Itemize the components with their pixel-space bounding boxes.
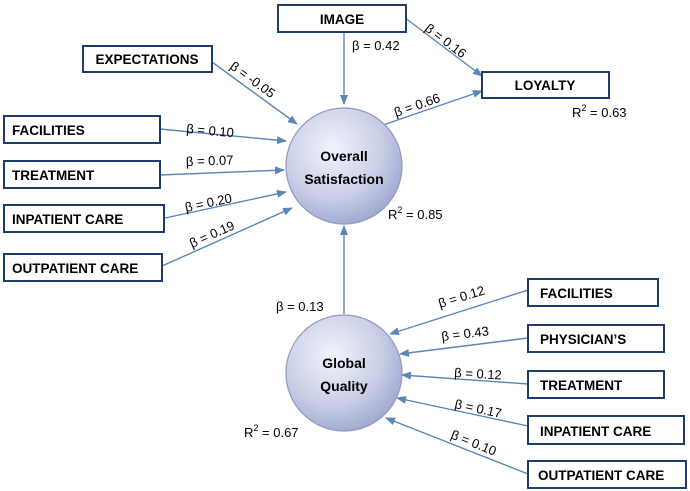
arrow-facilities-quality xyxy=(389,289,529,336)
box-physicians-right: PHYSICIAN’S xyxy=(527,324,665,353)
arrow-treatment-quality xyxy=(401,371,529,385)
coef-facilities-quality: β = 0.12 xyxy=(436,283,486,311)
coef-outpatient-satisfaction: β = 0.19 xyxy=(187,218,237,251)
box-facilities-left-label: FACILITIES xyxy=(12,123,85,138)
box-inpatient-right-label: INPATIENT CARE xyxy=(540,424,651,439)
node-overall-satisfaction: Overall Satisfaction xyxy=(285,107,403,225)
arrow-outpatient-satisfaction xyxy=(161,207,293,267)
box-facilities-right-label: FACILITIES xyxy=(540,286,613,301)
box-expectations: EXPECTATIONS xyxy=(82,45,213,73)
r2-satisfaction: R2 = 0.85 xyxy=(388,205,443,222)
box-outpatient-left: OUTPATIENT CARE xyxy=(3,253,163,282)
box-image-label: IMAGE xyxy=(320,12,364,27)
coef-inpatient-quality: β = 0.17 xyxy=(453,396,503,421)
arrow-satisfaction-loyalty xyxy=(382,90,483,126)
arrow-expectations-satisfaction xyxy=(211,61,298,125)
arrow-physicians-quality xyxy=(399,337,529,357)
node-global-quality: Global Quality xyxy=(285,314,403,432)
satisfaction-circle xyxy=(285,107,403,225)
r2-loyalty-sup: 2 xyxy=(581,103,586,113)
coef-physicians-quality: β = 0.43 xyxy=(441,323,490,344)
box-outpatient-left-label: OUTPATIENT CARE xyxy=(12,261,138,276)
satisfaction-label-line2: Satisfaction xyxy=(304,171,383,187)
coef-inpatient-satisfaction: β = 0.20 xyxy=(184,190,234,215)
quality-label-line1: Global xyxy=(322,355,366,371)
box-inpatient-left: INPATIENT CARE xyxy=(3,204,165,233)
arrow-image-loyalty xyxy=(403,16,483,77)
box-physicians-right-label: PHYSICIAN’S xyxy=(540,332,626,347)
box-treatment-left-label: TREATMENT xyxy=(12,168,95,183)
quality-circle xyxy=(285,314,403,432)
coef-expectations-satisfaction: β = -0.05 xyxy=(227,58,278,101)
r2-satisfaction-value: = 0.85 xyxy=(402,207,442,222)
arrow-facilities-satisfaction xyxy=(159,128,287,145)
box-outpatient-right: OUTPATIENT CARE xyxy=(527,460,687,489)
r2-satisfaction-sup: 2 xyxy=(397,205,402,215)
box-treatment-right: TREATMENT xyxy=(527,370,665,399)
r2-loyalty: R2 = 0.63 xyxy=(572,103,627,120)
r2-loyalty-label: R xyxy=(572,105,581,120)
box-treatment-right-label: TREATMENT xyxy=(540,378,623,393)
arrow-treatment-satisfaction xyxy=(159,166,285,176)
coef-image-satisfaction: β = 0.42 xyxy=(352,38,400,53)
coef-treatment-quality: β = 0.12 xyxy=(454,365,502,382)
box-inpatient-right: INPATIENT CARE xyxy=(527,415,685,445)
coef-treatment-satisfaction: β = 0.07 xyxy=(186,152,234,169)
box-facilities-left: FACILITIES xyxy=(3,115,161,144)
coef-satisfaction-loyalty: β = 0.66 xyxy=(392,90,442,120)
arrow-inpatient-quality xyxy=(396,395,529,427)
r2-loyalty-value: = 0.63 xyxy=(586,105,626,120)
coef-image-loyalty: β = 0.16 xyxy=(422,20,469,61)
coef-outpatient-quality: β = 0.10 xyxy=(449,427,499,459)
r2-quality-value: = 0.67 xyxy=(258,425,298,440)
box-expectations-label: EXPECTATIONS xyxy=(95,52,198,67)
satisfaction-label-line1: Overall xyxy=(320,148,367,164)
coef-quality-satisfaction: β = 0.13 xyxy=(276,299,324,314)
arrows xyxy=(159,16,529,475)
box-facilities-right: FACILITIES xyxy=(527,278,659,307)
box-treatment-left: TREATMENT xyxy=(3,160,161,189)
quality-label-line2: Quality xyxy=(320,378,368,394)
r2-quality-label: R xyxy=(244,425,253,440)
box-loyalty-label: LOYALTY xyxy=(515,78,576,93)
box-image: IMAGE xyxy=(277,4,407,33)
box-inpatient-left-label: INPATIENT CARE xyxy=(12,212,123,227)
r2-quality: R2 = 0.67 xyxy=(244,423,299,440)
box-outpatient-right-label: OUTPATIENT CARE xyxy=(538,468,664,483)
arrow-inpatient-satisfaction xyxy=(164,189,287,219)
coef-facilities-satisfaction: β = 0.10 xyxy=(186,121,235,140)
arrow-outpatient-quality xyxy=(385,417,529,475)
r2-quality-sup: 2 xyxy=(253,423,258,433)
r2-satisfaction-label: R xyxy=(388,207,397,222)
box-loyalty: LOYALTY xyxy=(481,71,610,99)
